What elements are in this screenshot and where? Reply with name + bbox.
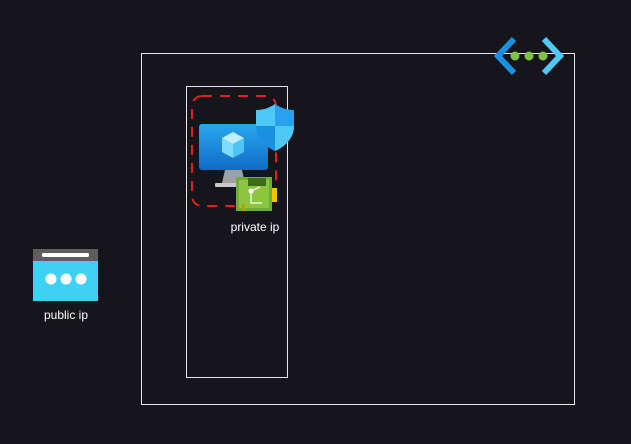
subnet-container	[186, 86, 288, 378]
network-interface-icon	[234, 174, 278, 214]
public-ip-address-icon	[33, 249, 99, 301]
virtual-network-icon	[493, 35, 565, 77]
nsg-dashed-boundary	[191, 95, 279, 209]
network-security-group-icon	[254, 102, 296, 152]
public-ip-label: public ip	[43, 308, 89, 322]
private-ip-label: private ip	[230, 220, 280, 234]
virtual-network-container	[141, 53, 575, 405]
